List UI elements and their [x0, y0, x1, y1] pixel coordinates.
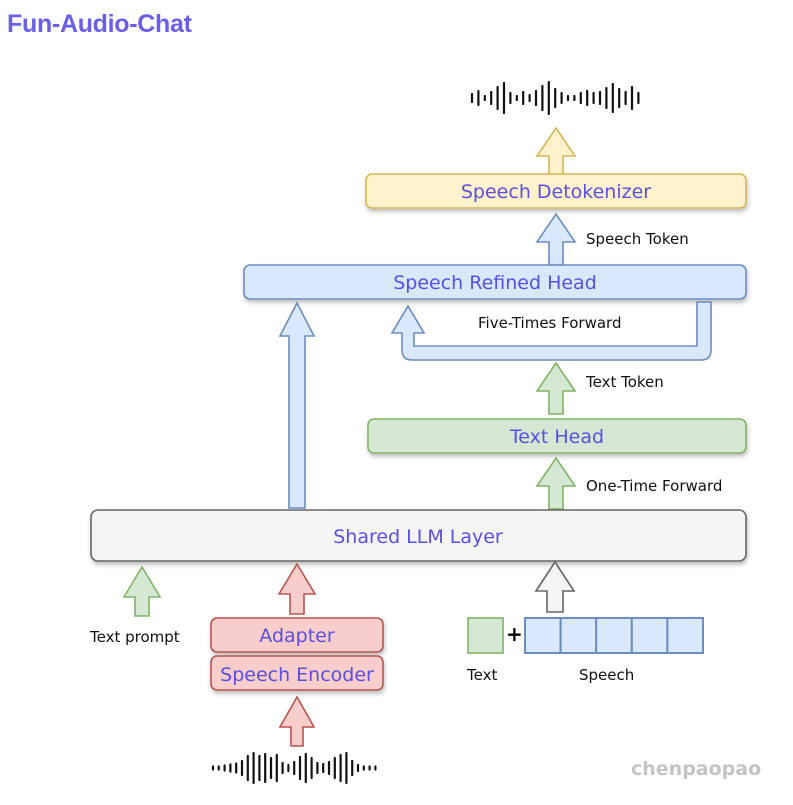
- text-head-label: Text Head: [509, 426, 604, 448]
- speech-refined-head-box[interactable]: Speech Refined Head: [243, 264, 747, 300]
- speech-encoder-arrow-icon: [277, 562, 317, 615]
- speech-detokenizer-box[interactable]: Speech Detokenizer: [365, 173, 747, 209]
- page-title: Fun-Audio-Chat: [7, 10, 192, 38]
- plus-sign: +: [506, 622, 523, 646]
- speech-token-cell: [559, 617, 598, 654]
- text-head-box[interactable]: Text Head: [367, 418, 747, 454]
- text-token-arrow-icon: [535, 361, 577, 415]
- speech-label: Speech: [579, 666, 634, 684]
- text-prompt-arrow-icon: [122, 565, 162, 617]
- input-waveform-arrow-icon: [278, 695, 316, 747]
- speech-token-cell: [524, 617, 562, 654]
- arrow-to-output-icon: [535, 126, 577, 179]
- speech-token-cell: [595, 617, 633, 654]
- speech-detokenizer-label: Speech Detokenizer: [461, 181, 651, 203]
- speech-token-cell: [666, 617, 705, 654]
- shared-llm-layer-label: Shared LLM Layer: [333, 526, 503, 548]
- speech-encoder-box[interactable]: Speech Encoder: [210, 655, 384, 691]
- shared-llm-layer-box[interactable]: Shared LLM Layer: [90, 509, 747, 562]
- llm-to-refined-head-arrow-icon: [278, 301, 316, 509]
- text-label: Text: [466, 666, 497, 684]
- speech-token-label: Speech Token: [586, 230, 689, 248]
- text-token-label: Text Token: [585, 373, 664, 391]
- one-time-forward-label: One-Time Forward: [586, 477, 722, 495]
- one-time-forward-arrow-icon: [535, 456, 577, 510]
- five-times-forward-label: Five-Times Forward: [478, 314, 621, 332]
- adapter-box[interactable]: Adapter: [210, 617, 384, 653]
- sequence-arrow-icon: [534, 560, 576, 613]
- output-waveform-icon: [470, 80, 640, 116]
- text-prompt-label: Text prompt: [89, 628, 180, 646]
- text-token-square: [467, 617, 504, 654]
- watermark: chenpaopao: [631, 758, 761, 780]
- speech-token-arrow-icon: [535, 212, 577, 266]
- input-waveform-icon: [211, 751, 377, 785]
- speech-token-sequence: [524, 617, 705, 654]
- five-times-forward-loop-arrow-icon: [390, 301, 712, 361]
- speech-refined-head-label: Speech Refined Head: [393, 272, 597, 294]
- speech-token-cell: [630, 617, 669, 654]
- adapter-label: Adapter: [259, 625, 335, 647]
- speech-encoder-label: Speech Encoder: [220, 664, 374, 686]
